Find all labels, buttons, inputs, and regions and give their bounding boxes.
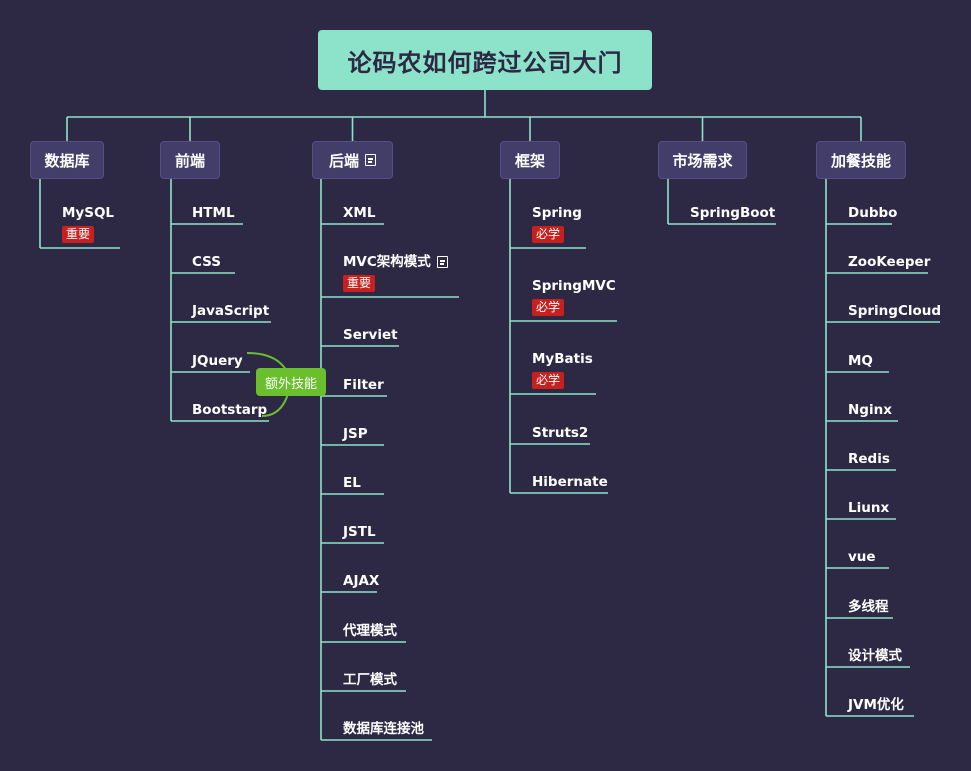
leaf-css[interactable]: CSS	[192, 253, 221, 271]
leaf-label: HTML	[192, 205, 235, 221]
leaf-nginx[interactable]: Nginx	[848, 401, 892, 419]
leaf-label: MVC架构模式	[343, 254, 431, 270]
leaf-springboot[interactable]: SpringBoot	[690, 204, 775, 222]
leaf-mybatis[interactable]: MyBatis 必学	[532, 350, 593, 389]
leaf-label: 代理模式	[343, 623, 397, 639]
leaf-label: Bootstarp	[192, 402, 268, 418]
leaf-serviet[interactable]: Serviet	[343, 326, 398, 344]
leaf-item[interactable]: 数据库连接池	[343, 720, 424, 738]
leaf-label: SpringMVC	[532, 278, 616, 294]
leaf-label: MySQL	[62, 205, 115, 221]
leaf-label: EL	[343, 475, 361, 491]
leaf-label: AJAX	[343, 573, 380, 589]
leaf-html[interactable]: HTML	[192, 204, 235, 222]
branch-label: 市场需求	[672, 151, 733, 170]
leaf-vue[interactable]: vue	[848, 548, 876, 566]
tag-badge: 必学	[532, 299, 565, 316]
leaf-label: MyBatis	[532, 351, 593, 367]
leaf-label: Struts2	[532, 425, 589, 441]
leaf-hibernate[interactable]: Hibernate	[532, 473, 608, 491]
leaf-label: JSTL	[343, 524, 376, 540]
leaf-label: CSS	[192, 254, 221, 270]
leaf-spring[interactable]: Spring 必学	[532, 204, 582, 243]
leaf-el[interactable]: EL	[343, 474, 361, 492]
leaf-liunx[interactable]: Liunx	[848, 499, 889, 517]
leaf-label: Spring	[532, 205, 582, 221]
leaf-label: Filter	[343, 377, 384, 393]
branch-label: 框架	[514, 151, 545, 170]
branch-label: 加餐技能	[830, 151, 891, 170]
leaf-redis[interactable]: Redis	[848, 450, 890, 468]
leaf-jvm[interactable]: JVM优化	[848, 696, 904, 714]
leaf-label: JQuery	[192, 353, 243, 369]
leaf-springcloud[interactable]: SpringCloud	[848, 302, 941, 320]
tag-badge: 必学	[532, 226, 565, 243]
leaf-mvc[interactable]: MVC架构模式重要	[343, 253, 448, 292]
branch-label: 前端	[174, 151, 205, 170]
leaf-struts2[interactable]: Struts2	[532, 424, 588, 442]
leaf-bootstarp[interactable]: Bootstarp	[192, 401, 267, 419]
leaf-item[interactable]: 代理模式	[343, 622, 397, 640]
leaf-mysql[interactable]: MySQL 重要	[62, 204, 114, 243]
root-topic[interactable]: 论码农如何跨过公司大门	[318, 30, 652, 90]
leaf-mq[interactable]: MQ	[848, 352, 873, 370]
branch-node-1[interactable]: 前端	[160, 141, 220, 179]
branch-label: 数据库	[44, 151, 90, 170]
leaf-label: Serviet	[343, 327, 398, 343]
leaf-label: Dubbo	[848, 205, 898, 221]
leaf-label: JVM优化	[848, 697, 904, 713]
leaf-label: JSP	[343, 426, 368, 442]
leaf-label: Redis	[848, 451, 890, 467]
leaf-label: Hibernate	[532, 474, 608, 490]
leaf-label: SpringBoot	[690, 205, 776, 221]
leaf-label: 数据库连接池	[343, 721, 424, 737]
tag-badge: 必学	[532, 372, 565, 389]
leaf-springmvc[interactable]: SpringMVC 必学	[532, 277, 616, 316]
branch-node-2[interactable]: 后端	[312, 141, 393, 179]
leaf-label: 工厂模式	[343, 672, 397, 688]
tag-badge: 重要	[62, 226, 95, 243]
note-icon[interactable]	[365, 154, 376, 166]
leaf-label: Nginx	[848, 402, 892, 418]
note-icon[interactable]	[436, 256, 448, 268]
leaf-zookeeper[interactable]: ZooKeeper	[848, 253, 930, 271]
branch-node-3[interactable]: 框架	[500, 141, 560, 179]
callout-extra-skills[interactable]: 额外技能	[256, 368, 326, 396]
leaf-filter[interactable]: Filter	[343, 376, 384, 394]
branch-node-0[interactable]: 数据库	[30, 141, 104, 179]
leaf-javascript[interactable]: JavaScript	[192, 302, 269, 320]
branch-node-5[interactable]: 加餐技能	[816, 141, 906, 179]
leaf-label: SpringCloud	[848, 303, 942, 319]
leaf-label: 多线程	[848, 599, 889, 615]
leaf-label: XML	[343, 205, 376, 221]
leaf-label: MQ	[848, 353, 873, 369]
leaf-label: vue	[848, 549, 876, 565]
leaf-xml[interactable]: XML	[343, 204, 375, 222]
branch-node-4[interactable]: 市场需求	[658, 141, 747, 179]
leaf-label: JavaScript	[192, 303, 270, 319]
leaf-item[interactable]: 设计模式	[848, 647, 902, 665]
leaf-label: ZooKeeper	[848, 254, 931, 270]
leaf-jquery[interactable]: JQuery	[192, 352, 243, 370]
tag-badge: 重要	[343, 275, 376, 292]
leaf-label: Liunx	[848, 500, 890, 516]
leaf-jsp[interactable]: JSP	[343, 425, 368, 443]
branch-label: 后端	[328, 151, 359, 170]
leaf-dubbo[interactable]: Dubbo	[848, 204, 897, 222]
leaf-item[interactable]: 多线程	[848, 598, 889, 616]
leaf-jstl[interactable]: JSTL	[343, 523, 376, 541]
leaf-item[interactable]: 工厂模式	[343, 671, 397, 689]
leaf-ajax[interactable]: AJAX	[343, 572, 379, 590]
leaf-label: 设计模式	[848, 648, 902, 664]
